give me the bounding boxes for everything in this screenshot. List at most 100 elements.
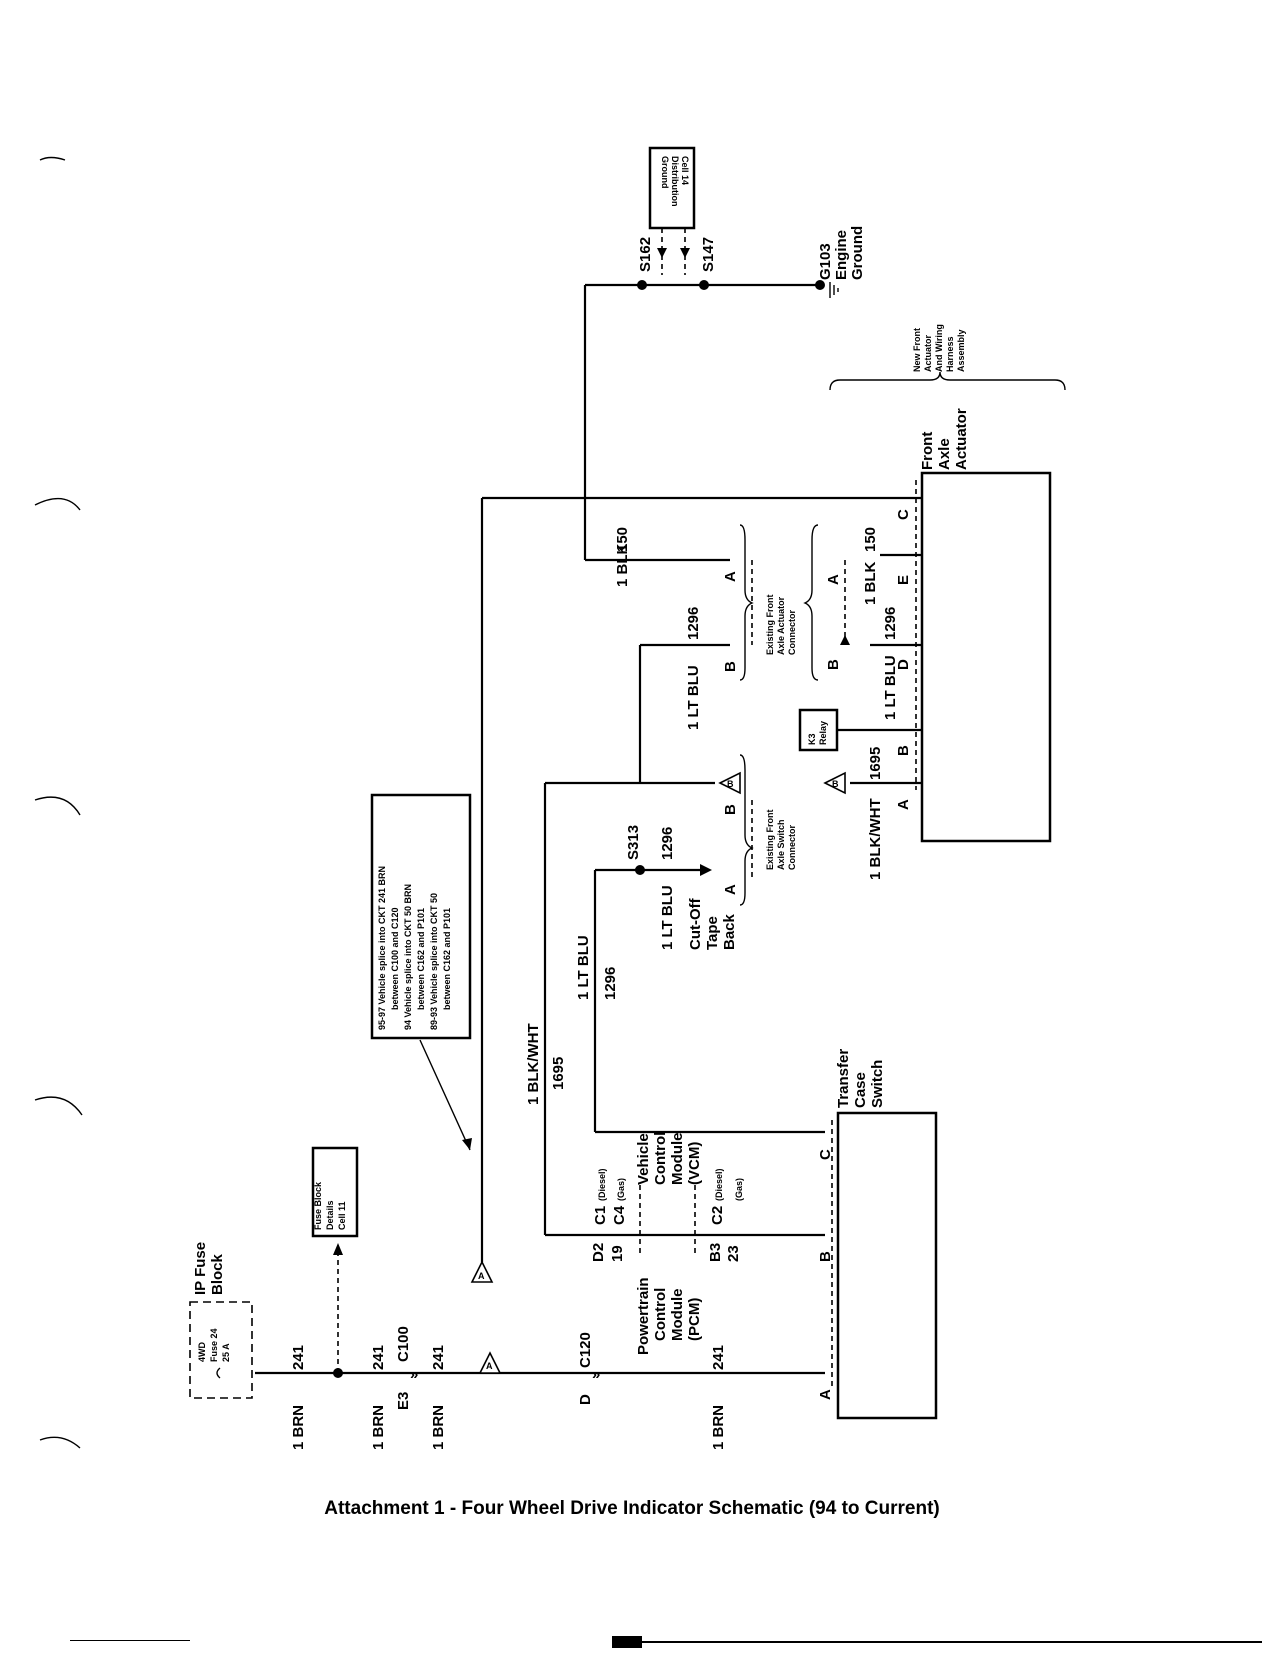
fuse-icon: [216, 1367, 221, 1379]
splice-s162: S162: [637, 237, 654, 272]
pin-c1: C1: [592, 1206, 609, 1225]
harness-line2: Actuator: [923, 335, 933, 372]
pcm-line4: (PCM): [686, 1298, 703, 1341]
switch-ref-b-icon: [718, 771, 741, 795]
existing-actuator-pin-b: B: [722, 661, 739, 672]
switch-bracket: [739, 754, 754, 906]
existing-actuator-bracket: [739, 524, 754, 681]
ref-a-bottom-text: A: [486, 1361, 493, 1371]
blkwht-vertical-1695: 1695: [550, 1057, 567, 1090]
scan-mark-4: [34, 1096, 83, 1116]
note-pointer-arrow-icon: [462, 1138, 472, 1150]
switch-conn-line1: Existing Front: [765, 809, 775, 870]
note-box: [370, 793, 472, 1040]
front-axle-actuator-line1: Front: [919, 432, 936, 470]
existing-actuator-line3: Connector: [787, 610, 797, 655]
vcm-line3: Module: [669, 1133, 686, 1186]
ground-distribution-line3: Cell 14: [680, 156, 690, 185]
transfer-case-line1: Transfer: [835, 1049, 852, 1108]
harness-bracket: [829, 371, 1066, 391]
scan-mark-1: [39, 156, 66, 161]
ip-fuse-block-line2: Block: [209, 1253, 226, 1295]
actuator-wire-blkwht: 1 BLK/WHT: [867, 798, 884, 880]
ground-distribution-box: [648, 146, 696, 230]
ref-b-icon-text: B: [832, 779, 839, 789]
wire-241-1: 241: [290, 1345, 307, 1370]
fuse-line2: Fuse 24: [209, 1328, 219, 1362]
note-line1: 95-97 Vehicle splice into CKT 241 BRN: [377, 866, 387, 1030]
wire-241-3: 241: [430, 1345, 447, 1370]
actuator-pin-b: B: [895, 745, 912, 756]
connector-c100: C100: [395, 1326, 412, 1362]
vcm-line4: (VCM): [686, 1142, 703, 1185]
pin-c2-diesel: (Diesel): [714, 1168, 724, 1201]
existing-actuator-line2: Axle Actuator: [776, 596, 786, 655]
pcm-line2: Control: [652, 1288, 669, 1341]
ltblu-vertical-label: 1 LT BLU: [575, 935, 592, 1000]
inner-pin-b: B: [825, 659, 842, 670]
existing-actuator-pin-a: A: [722, 571, 739, 582]
transfer-pin-a: A: [817, 1389, 834, 1400]
ref-a-top-text: A: [478, 1271, 485, 1281]
bottom-mark: [612, 1636, 642, 1648]
front-axle-actuator-line2: Axle: [936, 438, 953, 470]
connector-c120: C120: [577, 1332, 594, 1368]
switch-conn-line3: Connector: [787, 825, 797, 870]
harness-line3: And Wiring: [934, 324, 944, 372]
existing-actuator-line1: Existing Front: [765, 594, 775, 655]
inner-wire-ltblu: 1 LT BLU: [882, 655, 899, 720]
ref-a-triangle-bottom-icon: [478, 1351, 502, 1374]
actuator-pin-a: A: [895, 799, 912, 810]
fuse-details-arrow-icon: [333, 1243, 343, 1255]
pin-gas: (Gas): [734, 1178, 744, 1201]
ip-fuse-block-box: [189, 1301, 253, 1399]
pin-d2: D2: [590, 1243, 607, 1262]
c120-chevron: »: [592, 1366, 600, 1383]
vcm-line2: Control: [652, 1132, 669, 1185]
bottom-rule-left: [70, 1640, 190, 1641]
inner-wire-150: 150: [862, 527, 879, 552]
vcm-line1: Vehicle: [635, 1133, 652, 1185]
connector-d: D: [577, 1394, 594, 1405]
wire-150: 150: [614, 527, 631, 552]
note-pointer: [419, 1039, 471, 1151]
fuse-line1: 4WD: [197, 1342, 207, 1363]
scan-mark-5: [39, 1436, 81, 1449]
note-line6: between C162 and P101: [442, 908, 452, 1010]
pcm-line3: Module: [669, 1289, 686, 1342]
actuator-inner-bracket: [803, 524, 819, 681]
ip-fuse-block-line1: IP Fuse: [192, 1242, 209, 1295]
k3-relay-line2: Relay: [818, 721, 828, 745]
transfer-case-switch-box: [836, 1111, 938, 1420]
ground-distribution-line2: Distribution: [670, 156, 680, 207]
wire-brn-4: 1 BRN: [710, 1405, 727, 1450]
inner-wire-1296: 1296: [882, 607, 899, 640]
splice-s162-dot: [637, 280, 647, 290]
cut-off-arrow-icon: [700, 864, 712, 876]
s313-wire-ltblu: 1 LT BLU: [659, 885, 676, 950]
pin-c4: C4: [611, 1205, 628, 1225]
s313-wire-1296: 1296: [659, 827, 676, 860]
pin-c4-gas: (Gas): [616, 1178, 626, 1201]
cut-off-line1: Cut-Off: [687, 897, 704, 950]
c100-chevron: »: [410, 1366, 418, 1383]
pin-c1-diesel: (Diesel): [597, 1168, 607, 1201]
wire-1296-top: 1296: [685, 607, 702, 640]
wire-241-4: 241: [710, 1345, 727, 1370]
s147-arrow-icon: [680, 248, 690, 258]
pin-23: 23: [725, 1245, 742, 1262]
wire-brn-3: 1 BRN: [430, 1405, 447, 1450]
harness-line1: New Front: [912, 328, 922, 372]
transfer-pin-c: C: [817, 1149, 834, 1160]
s162-arrow-icon: [657, 248, 667, 258]
blkwht-vertical-label: 1 BLK/WHT: [525, 1023, 542, 1105]
ltblu-vertical-1296: 1296: [602, 967, 619, 1000]
switch-ref-b-text: B: [727, 779, 734, 789]
note-line3: 94 Vehicle splice into CKT 50 BRN: [403, 884, 413, 1030]
pin-c2: C2: [709, 1206, 726, 1225]
inner-pin-a: A: [825, 574, 842, 585]
scan-mark-3: [34, 796, 81, 816]
actuator-pin-e: E: [895, 575, 912, 585]
fuse-block-details-box: [311, 1146, 359, 1238]
